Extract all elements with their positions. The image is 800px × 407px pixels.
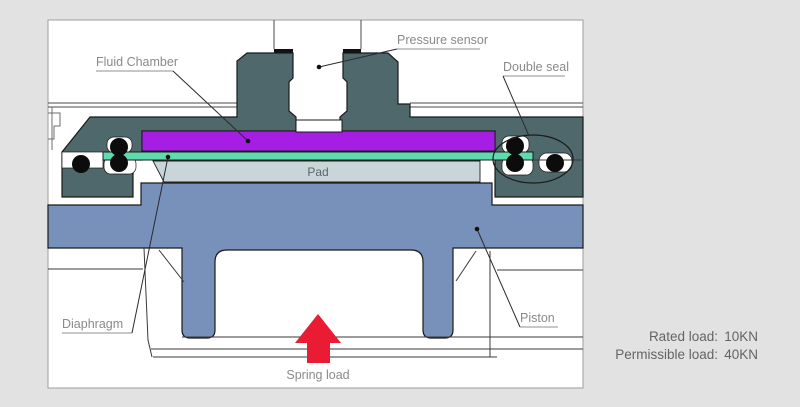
spring-load-arrow-icon: [295, 314, 341, 363]
pressure-sensor-label: Pressure sensor: [397, 33, 488, 47]
seal-oring: [110, 138, 128, 156]
fluid-chamber-label: Fluid Chamber: [96, 55, 178, 69]
rated-load-value: 10KN: [724, 329, 758, 344]
seal-oring: [72, 155, 90, 173]
label-underlines: [62, 48, 565, 334]
diaphragm-strip: [102, 151, 534, 161]
sensor-bore-lines: [273, 20, 362, 49]
diaphragm-leader: [131, 156, 169, 334]
seal-oring: [110, 154, 128, 172]
double-seal-ellipse: [492, 134, 574, 184]
pressure-sensor-leader: [318, 48, 398, 68]
piston-leader: [476, 228, 521, 328]
diaphragm-label: Diaphragm: [62, 317, 123, 331]
pressure-sensor-leader-dot: [316, 64, 322, 70]
piston-leader-dot: [474, 226, 480, 232]
spring-load-label: Spring load: [286, 368, 349, 382]
fluid-chamber-leader-dot: [245, 138, 251, 144]
seal-oring: [546, 154, 564, 172]
diaphragm-leader-dot: [165, 154, 171, 160]
left-step-detail: [48, 107, 61, 150]
piston-body: [47, 182, 584, 339]
seal-oring: [506, 154, 524, 172]
rated-load-label: Rated load:: [649, 329, 718, 344]
sensor-clamp-left: [274, 49, 293, 54]
permissible-load-label: Permissible load:: [615, 347, 718, 362]
pressure-sensor-face: [295, 119, 343, 133]
pad-label: Pad: [307, 165, 328, 179]
seal-oring: [506, 137, 524, 155]
fluid-chamber-body: [141, 130, 496, 152]
piston-label: Piston: [520, 311, 555, 325]
double-seal-leader: [502, 75, 530, 137]
pad-body: [152, 160, 481, 183]
fluid-chamber-leader: [172, 70, 249, 142]
double-seal-label: Double seal: [503, 60, 569, 74]
permissible-load-value: 40KN: [724, 347, 758, 362]
sensor-clamp-right: [343, 49, 361, 54]
plate-seam-lines: [48, 102, 583, 108]
